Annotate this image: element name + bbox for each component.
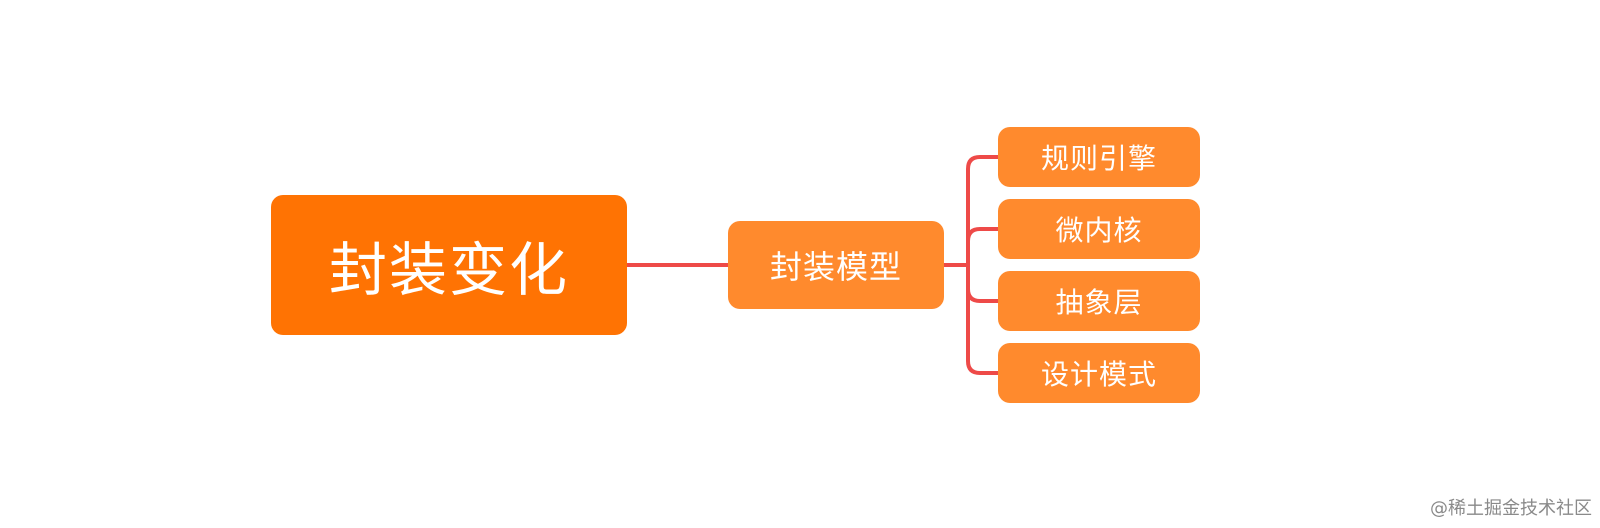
leaf-node-microkernel[interactable]: 微内核	[998, 199, 1200, 259]
leaf-node-rules-engine[interactable]: 规则引擎	[998, 127, 1200, 187]
leaf-node-label: 微内核	[1055, 214, 1143, 247]
root-node-label: 封装变化	[328, 236, 569, 304]
connector-leaf-microkernel	[966, 227, 998, 265]
connector-leaf-design-patterns	[966, 265, 998, 375]
leaf-node-abstraction-layer[interactable]: 抽象层	[998, 271, 1200, 331]
connector-leaf-rules-engine	[966, 155, 998, 265]
leaf-node-label: 设计模式	[1040, 358, 1157, 391]
leaf-node-label: 规则引擎	[1040, 142, 1157, 175]
branch-node[interactable]: 封装模型	[728, 221, 944, 309]
root-node[interactable]: 封装变化	[271, 195, 627, 335]
leaf-node-label: 抽象层	[1055, 286, 1143, 319]
branch-node-label: 封装模型	[769, 248, 902, 286]
leaf-node-design-patterns[interactable]: 设计模式	[998, 343, 1200, 403]
watermark-text: @稀土掘金技术社区	[1430, 498, 1592, 519]
connector-leaf-abstraction-layer	[966, 265, 998, 303]
